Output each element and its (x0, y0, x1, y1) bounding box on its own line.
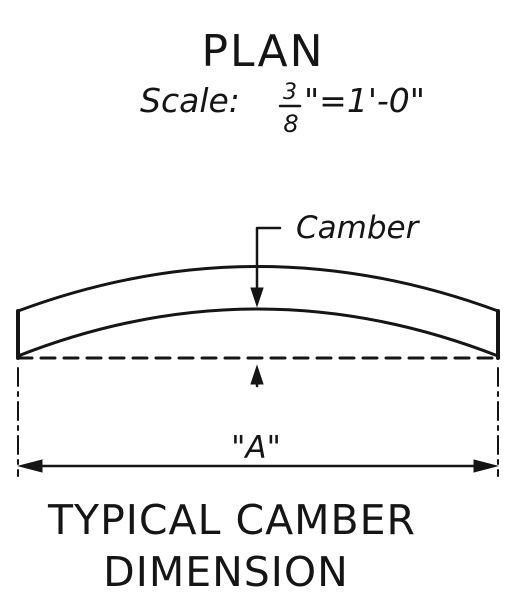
scale-denominator: 8 (283, 110, 298, 138)
camber-arrow-up (250, 364, 264, 385)
plan-title: PLAN (201, 26, 324, 77)
scale-value: "=1'-0" (304, 81, 425, 120)
caption-line-1: TYPICAL CAMBER (47, 496, 416, 544)
caption-line-2: DIMENSION (103, 548, 349, 596)
camber-label: Camber (296, 210, 421, 246)
dimension-arrow-right (473, 459, 499, 473)
member-outer-edge (16, 265, 500, 313)
camber-leader-line (255, 226, 282, 300)
member-inner-edge (16, 307, 500, 358)
scale-label: Scale: (140, 81, 240, 120)
camber-arrow-down (250, 287, 264, 308)
dimension-arrow-left (17, 459, 43, 473)
scale-numerator: 3 (283, 80, 297, 105)
dimension-label: "A" (231, 430, 281, 466)
